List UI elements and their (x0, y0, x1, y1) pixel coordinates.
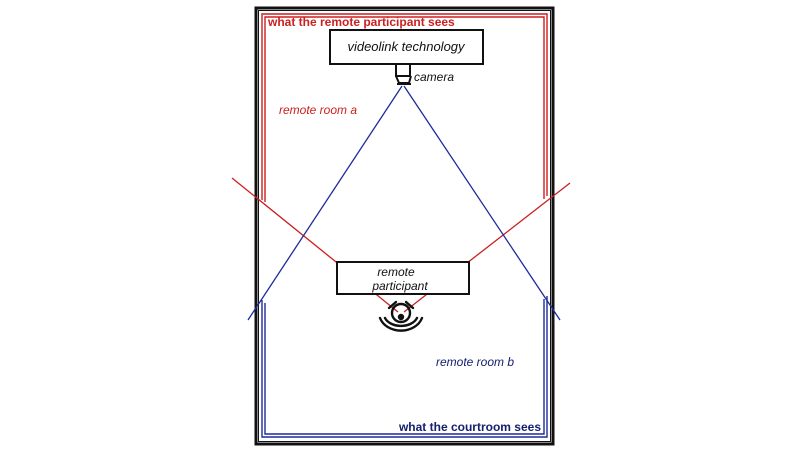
remote-sees-label: what the remote participant sees (267, 15, 455, 29)
remote-participant-box (336, 261, 470, 295)
remote-room-a-label: remote room a (279, 103, 357, 117)
camera-label: camera (414, 70, 454, 84)
outer-room-frame (254, 6, 555, 446)
remote-participant-label-line1: remote (377, 265, 415, 279)
courtroom-sees-label: what the courtroom sees (398, 420, 541, 434)
remote-participant-label-line2: participant (371, 279, 428, 293)
courtroom-view-region (261, 296, 548, 438)
participant-figure-icon (378, 300, 424, 332)
videolink-technology-label: videolink technology (347, 39, 466, 54)
camera-sight-lines (247, 85, 561, 321)
remote-room-b-label: remote room b (436, 355, 514, 369)
remote-view-region (261, 13, 548, 202)
camera-icon (395, 63, 412, 85)
